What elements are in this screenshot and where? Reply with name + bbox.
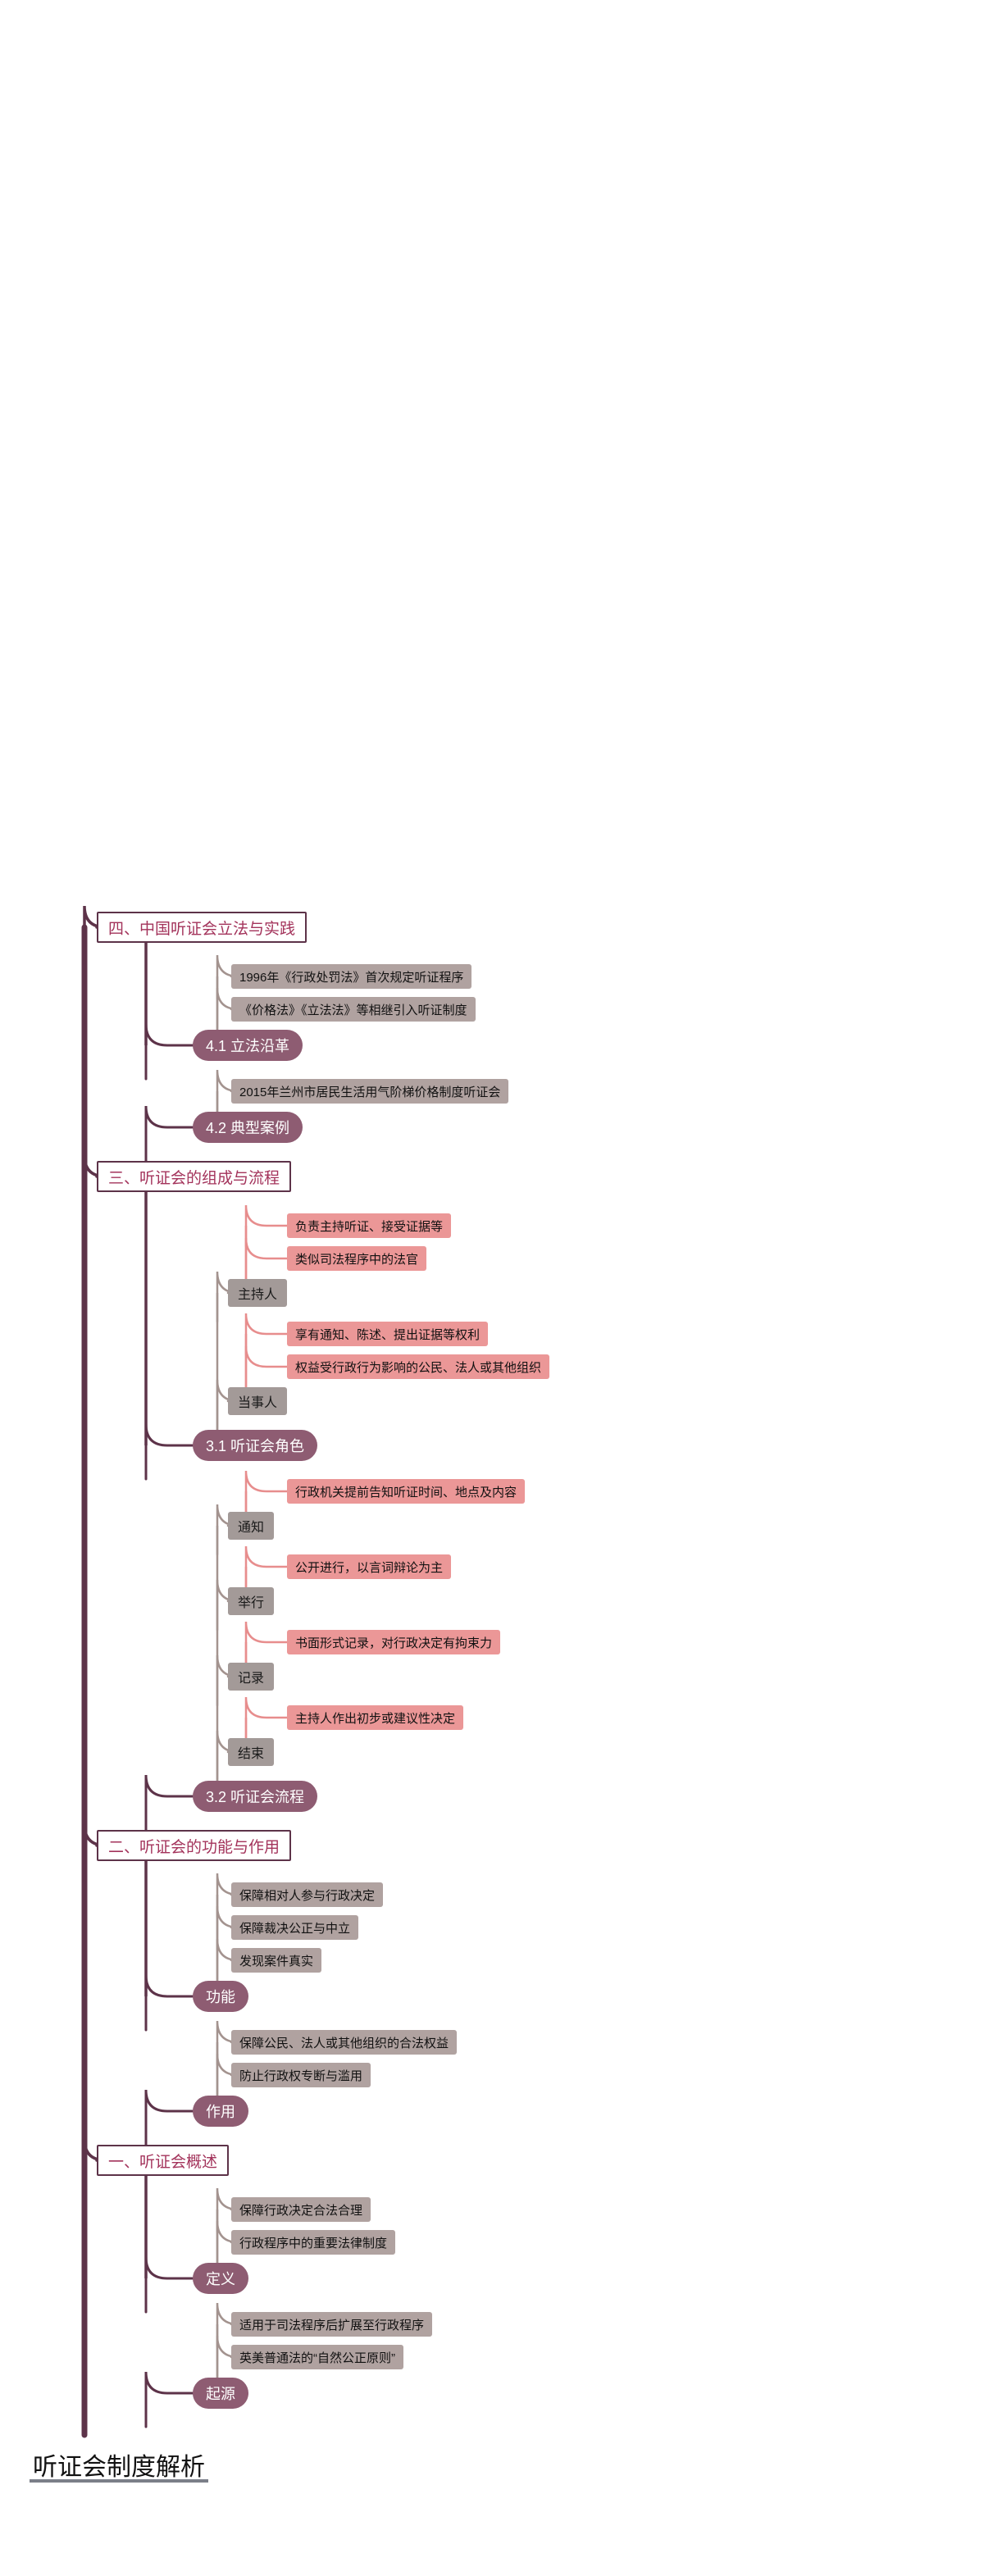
section-node-2[interactable]: 二、听证会的功能与作用 <box>97 1830 292 1861</box>
leaf-node[interactable]: 权益受行政行为影响的公民、法人或其他组织 <box>287 1354 550 1379</box>
leaf-node[interactable]: 英美普通法的“自然公正原则” <box>231 2345 403 2369</box>
leaf-node[interactable]: 行政程序中的重要法律制度 <box>231 2230 396 2255</box>
branch-node[interactable]: 3.1 听证会角色 <box>193 1430 318 1461</box>
branch-node[interactable]: 4.1 立法沿革 <box>193 1030 303 1061</box>
sub-node[interactable]: 结束 <box>228 1738 275 1766</box>
section-node-3[interactable]: 三、听证会的组成与流程 <box>97 1161 292 1192</box>
leaf-node[interactable]: 行政机关提前告知听证时间、地点及内容 <box>287 1479 526 1504</box>
leaf-node[interactable]: 2015年兰州市居民生活用气阶梯价格制度听证会 <box>231 1079 509 1104</box>
branch-node[interactable]: 4.2 典型案例 <box>193 1112 303 1143</box>
leaf-node[interactable]: 防止行政权专断与滥用 <box>231 2063 371 2087</box>
leaf-node[interactable]: 保障相对人参与行政决定 <box>231 1882 384 1907</box>
leaf-node[interactable]: 保障行政决定合法合理 <box>231 2197 371 2222</box>
sub-node[interactable]: 主持人 <box>228 1279 288 1307</box>
branch-node[interactable]: 3.2 听证会流程 <box>193 1781 318 1812</box>
branch-node[interactable]: 功能 <box>193 1981 248 2012</box>
sub-node[interactable]: 当事人 <box>228 1387 288 1415</box>
sub-node[interactable]: 记录 <box>228 1663 275 1691</box>
leaf-node[interactable]: 类似司法程序中的法官 <box>287 1246 427 1271</box>
leaf-node[interactable]: 享有通知、陈述、提出证据等权利 <box>287 1322 489 1346</box>
leaf-node[interactable]: 保障裁决公正与中立 <box>231 1915 359 1940</box>
branch-node[interactable]: 定义 <box>193 2263 248 2294</box>
leaf-node[interactable]: 公开进行，以言词辩论为主 <box>287 1554 452 1579</box>
branch-node[interactable]: 起源 <box>193 2378 248 2409</box>
sub-node[interactable]: 举行 <box>228 1587 275 1615</box>
leaf-node[interactable]: 书面形式记录，对行政决定有拘束力 <box>287 1630 501 1654</box>
leaf-node[interactable]: 适用于司法程序后扩展至行政程序 <box>231 2312 433 2337</box>
leaf-node[interactable]: 发现案件真实 <box>231 1948 322 1973</box>
section-node-1[interactable]: 一、听证会概述 <box>97 2145 230 2176</box>
sub-node[interactable]: 通知 <box>228 1512 275 1540</box>
branch-node[interactable]: 作用 <box>193 2096 248 2127</box>
section-node-4[interactable]: 四、中国听证会立法与实践 <box>97 912 308 943</box>
leaf-node[interactable]: 《价格法》《立法法》等相继引入听证制度 <box>231 997 476 1022</box>
leaf-node[interactable]: 主持人作出初步或建议性决定 <box>287 1705 464 1730</box>
root-title[interactable]: 听证会制度解析 <box>30 2446 208 2483</box>
leaf-node[interactable]: 负责主持听证、接受证据等 <box>287 1213 452 1238</box>
leaf-node[interactable]: 保障公民、法人或其他组织的合法权益 <box>231 2030 458 2055</box>
leaf-node[interactable]: 1996年《行政处罚法》首次规定听证程序 <box>231 964 472 989</box>
